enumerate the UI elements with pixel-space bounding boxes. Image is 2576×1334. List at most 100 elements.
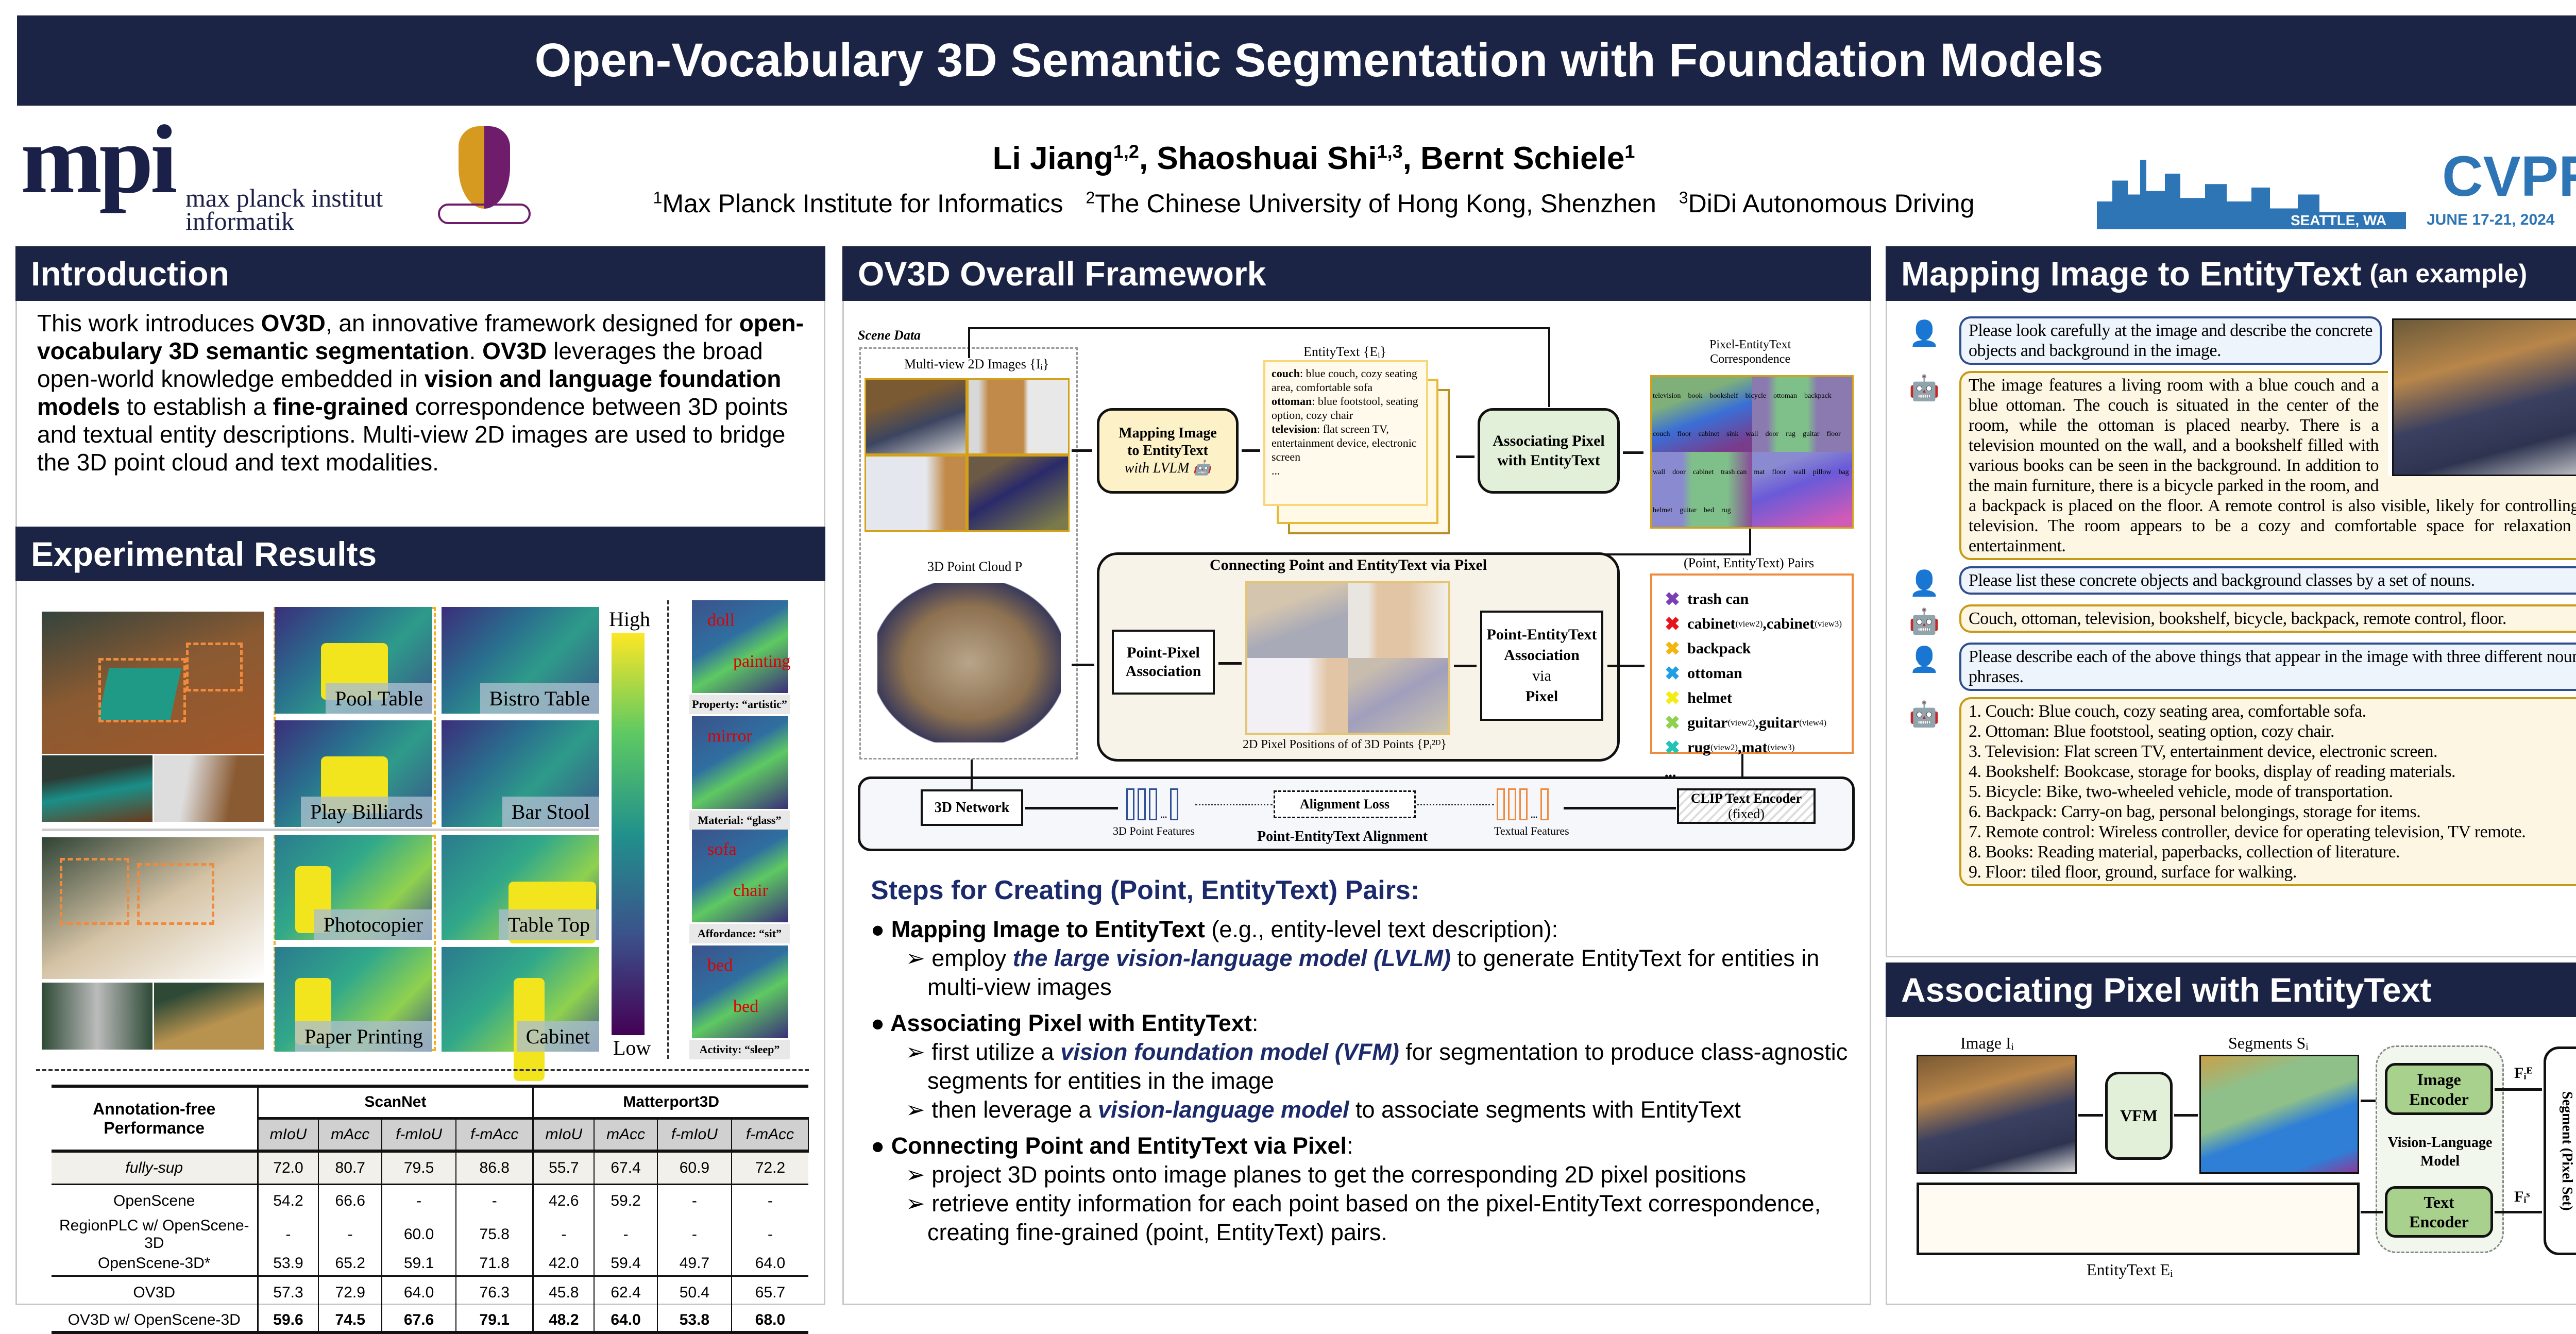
user-avatar-icon: 👤 [1909,570,1940,597]
entity-entry: couch: blue couch, cozy seating area, co… [1272,366,1420,394]
dotted-line [1195,804,1273,805]
segmented-view [1652,377,1752,452]
table-cell: 80.7 [318,1151,382,1184]
mapping-example-title: Mapping Image to EntityText [1901,255,2362,293]
vfm-box: VFM [2105,1072,2173,1160]
affiliation-name: The Chinese University of Hong Kong, She… [1095,189,1656,218]
arrow [1218,662,1242,665]
pair-item: ✖helmet [1665,686,1839,711]
feature-bar [1540,788,1549,820]
table-cell: - [382,1184,457,1217]
table-cell: - [318,1217,382,1252]
step-text: to associate segments with EntityText [1349,1096,1741,1123]
example-tag: chair [733,881,768,900]
view-4 [967,455,1070,532]
pe-assoc-line-2: Association [1504,647,1580,664]
vlm-line-2: Model [2420,1153,2460,1169]
description-line: 9. Floor: tiled floor, ground, surface f… [1969,863,2297,882]
description-line: 1. Couch: Blue couch, cozy seating area,… [1969,702,2366,721]
segment-tag: ottoman [1773,392,1797,400]
table-cell: 59.4 [594,1252,658,1276]
intro-text-part: , an innovative framework designed for [325,310,739,336]
entity-ellipsis: ... [1272,464,1280,477]
cvpr-wordmark: CVPR [2442,145,2576,208]
arrow [1454,665,1477,667]
cross-marker-icon: ✖ [1665,614,1681,634]
table-cell: 79.1 [456,1309,534,1332]
table-cell: 53.8 [657,1309,732,1332]
description-line: 3. Television: Flat screen TV, entertain… [1969,742,2438,761]
example-tag: bed [707,956,733,975]
segment-tag: trash can [1721,468,1747,476]
pair-entity: cabinet [1687,615,1736,632]
pointcloud-label: 3D Point Cloud P [927,559,1023,574]
heatmap-query-label: Bistro Table [480,683,599,714]
segment-tag: cabinet [1692,468,1714,476]
chat-row: 👤Please describe each of the above thing… [1909,643,2576,691]
vlm-line-1: Vision-Language [2387,1135,2493,1151]
scene-pool-room [42,612,264,754]
input-image [1917,1055,2077,1174]
table-cell: 50.4 [657,1276,732,1309]
author-name: Li Jiang [992,141,1113,176]
pe-assoc-line-4: Pixel [1525,688,1558,705]
affiliation: 2The Chinese University of Hong Kong, Sh… [1086,188,1656,218]
projected-view [1247,658,1348,733]
image-label: Image Iᵢ [1960,1034,2014,1052]
fe-label: Fᵢᴱ [2514,1065,2533,1082]
heatmap-bistro-table: Bistro Table [442,607,599,714]
arrow [1072,449,1092,452]
vertical-dashed-divider [667,600,669,1059]
table-cell: 48.2 [533,1309,595,1332]
heatmap-query-label: Photocopier [314,909,432,940]
segmented-view [1752,377,1852,452]
message-text: Please list these concrete objects and b… [1969,571,2475,590]
step-bullet: ● Mapping Image to EntityText (e.g., ent… [871,915,1850,944]
mapping-line-3-text: with LVLM [1124,460,1190,476]
table-cell: 53.9 [258,1252,319,1276]
pool-photo [42,755,152,822]
group-matterport: Matterport3D [533,1086,808,1120]
arrow [1564,807,1676,809]
segment-tag: bicycle [1745,392,1767,400]
results-table: Annotation-free Performance ScanNet Matt… [52,1085,809,1334]
segment-tag: couch [1653,430,1670,438]
table-cell: 67.6 [382,1309,457,1332]
cvpr-date: JUNE 17-21, 2024 [2427,211,2555,228]
pair-item: ✖backpack [1665,636,1839,661]
projected-view [1348,583,1448,658]
arrow [1456,455,1475,458]
entity-key: ottoman [1272,395,1312,408]
table-corner: Annotation-free Performance [52,1086,259,1151]
mapping-line-1: Mapping Image [1118,425,1217,441]
metric-header: f-mIoU [657,1118,732,1151]
affiliation-name: Max Planck Institute for Informatics [662,189,1063,218]
example-label: Affordance: “sit” [689,924,790,943]
entity-key: television [1272,423,1317,435]
heatmap-paper-printing: Paper Printing [275,947,432,1052]
arrow [1025,807,1118,809]
clip-line-2: (fixed) [1728,806,1765,821]
author-sup: 1,3 [1377,141,1403,162]
step-sub: ➢ first utilize a vision foundation mode… [871,1038,1850,1095]
step-text: retrieve entity information for each poi… [927,1190,1821,1245]
cross-marker-icon: ✖ [1665,713,1681,733]
pixel-positions-views [1245,581,1450,735]
segment-tag: wall [1793,468,1806,476]
row-method: OV3D [52,1276,259,1309]
txt-feat-label: Textual Features [1494,824,1569,837]
table-cell: 55.7 [533,1151,595,1184]
affiliation-sup: 2 [1086,188,1095,207]
feature-bar [1170,788,1179,820]
segment-tag: floor [1772,468,1786,476]
user-message: Please list these concrete objects and b… [1959,566,2576,595]
text-encoder-line-1: Text [2424,1193,2454,1211]
author: Shaoshuai Shi1,3 [1157,141,1402,176]
dashed-highlight [98,658,186,722]
